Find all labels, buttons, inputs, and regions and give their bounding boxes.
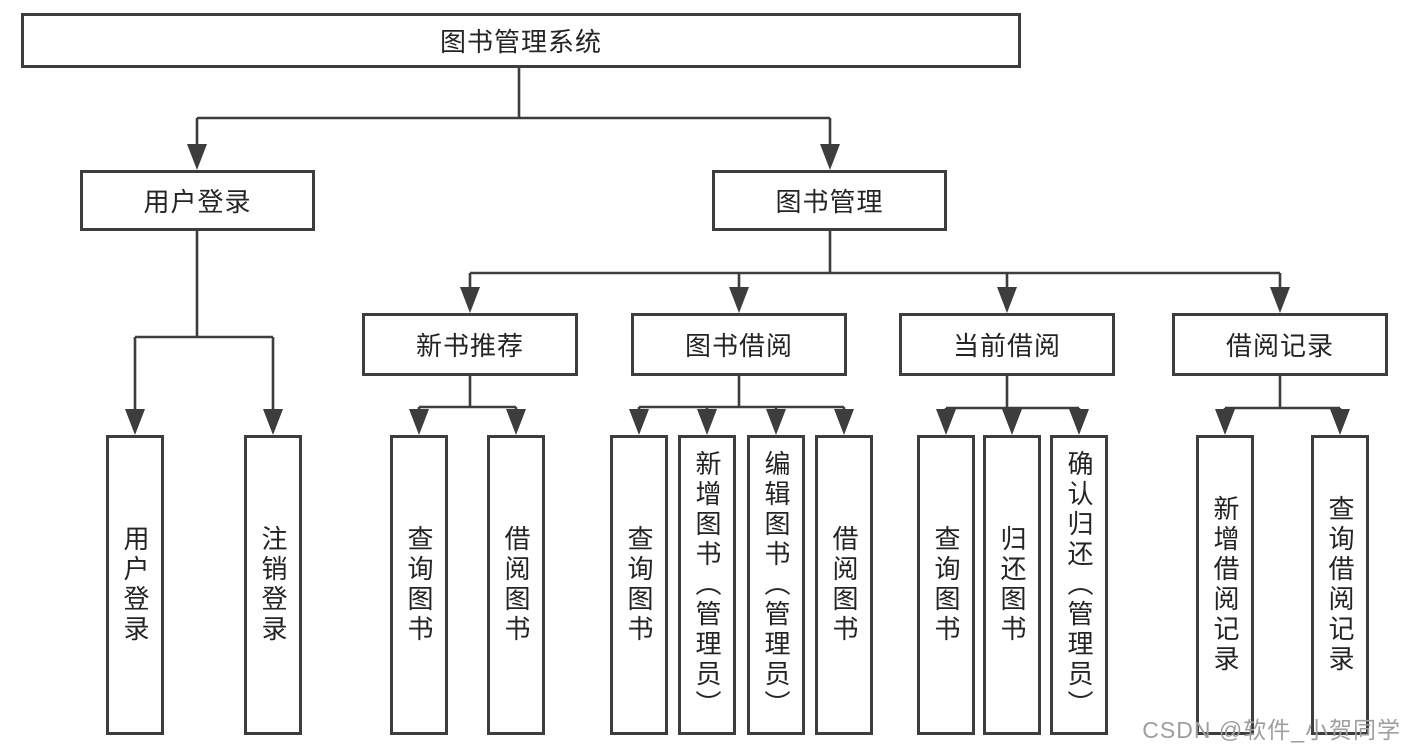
arrowhead [936,409,956,435]
leaf-bb-add-book-admin-label: 新增图书（管理员） [692,450,722,720]
arrowhead [506,409,526,435]
node-book-management: 图书管理 [712,170,947,231]
connector-user-login-branch [125,231,283,435]
node-library-management-system-label: 图书管理系统 [439,27,602,57]
arrowhead [834,409,854,435]
leaf-cb-query-books: 查询图书 [917,435,975,735]
node-book-borrowing-label: 图书借阅 [684,331,793,361]
leaf-logout: 注销登录 [244,435,302,735]
arrowhead [729,287,749,313]
leaf-cb-return-books: 归还图书 [983,435,1041,735]
leaf-bb-query-books: 查询图书 [610,435,668,735]
leaf-nbr-query-books: 查询图书 [390,435,448,735]
leaf-cb-query-books-label: 查询图书 [931,525,961,645]
arrowhead [263,409,283,435]
arrowhead [187,144,207,170]
arrowhead [1002,409,1022,435]
csdn-watermark: CSDN @软件_小贺同学 [1142,717,1401,743]
leaf-br-query-borrow-record: 查询借阅记录 [1311,435,1369,735]
arrowhead [820,144,840,170]
leaf-nbr-borrow-books-label: 借阅图书 [501,525,531,645]
connector-borrowing-records-branch [1215,376,1350,435]
arrowhead [460,287,480,313]
arrowhead [697,409,717,435]
arrowhead [1215,409,1235,435]
leaf-logout-label: 注销登录 [258,525,288,645]
node-current-borrowing-label: 当前借阅 [952,331,1061,361]
node-borrowing-records-label: 借阅记录 [1225,331,1334,361]
node-user-login: 用户登录 [80,170,315,231]
leaf-bb-query-books-label: 查询图书 [624,525,654,645]
leaf-cb-confirm-return-admin: 确认归还（管理员） [1050,435,1108,735]
arrowhead [629,409,649,435]
leaf-bb-add-book-admin: 新增图书（管理员） [678,435,736,735]
connector-book-management-branch [460,231,1290,313]
arrowhead [997,287,1017,313]
node-library-management-system: 图书管理系统 [21,13,1021,68]
arrowhead [125,409,145,435]
leaf-bb-borrow-books: 借阅图书 [815,435,873,735]
leaf-user-login: 用户登录 [106,435,164,735]
leaf-bb-borrow-books-label: 借阅图书 [829,525,859,645]
connector-root-to-level2 [187,68,840,170]
leaf-cb-return-books-label: 归还图书 [997,525,1027,645]
leaf-br-add-borrow-record: 新增借阅记录 [1196,435,1254,735]
leaf-bb-edit-book-admin: 编辑图书（管理员） [747,435,805,735]
node-current-borrowing: 当前借阅 [899,313,1115,376]
leaf-br-add-borrow-record-label: 新增借阅记录 [1210,495,1240,675]
node-book-management-label: 图书管理 [775,187,884,217]
arrowhead [1270,287,1290,313]
node-borrowing-records: 借阅记录 [1172,313,1388,376]
arrowhead [1069,409,1089,435]
connector-current-borrowing-branch [936,376,1089,435]
arrowhead [1330,409,1350,435]
arrowhead [409,409,429,435]
node-book-borrowing: 图书借阅 [631,313,847,376]
leaf-nbr-borrow-books: 借阅图书 [487,435,545,735]
node-new-book-recommendation-label: 新书推荐 [415,331,524,361]
leaf-user-login-label: 用户登录 [120,525,150,645]
leaf-br-query-borrow-record-label: 查询借阅记录 [1325,495,1355,675]
node-user-login-label: 用户登录 [143,187,252,217]
node-new-book-recommendation: 新书推荐 [362,313,578,376]
connector-book-borrowing-branch [629,376,854,435]
connector-new-book-recommendation-branch [409,376,526,435]
leaf-cb-confirm-return-admin-label: 确认归还（管理员） [1064,450,1094,720]
leaf-nbr-query-books-label: 查询图书 [404,525,434,645]
arrowhead [766,409,786,435]
leaf-bb-edit-book-admin-label: 编辑图书（管理员） [761,450,791,720]
